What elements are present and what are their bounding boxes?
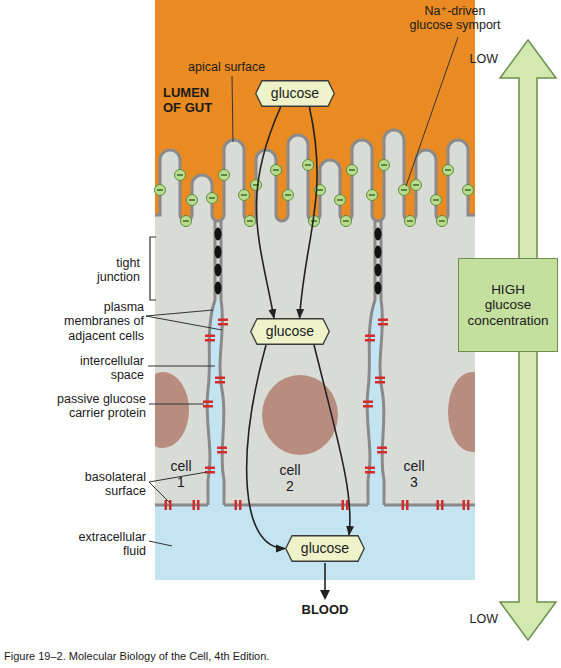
glucose-hexagon: glucose: [255, 80, 335, 107]
symporter: [463, 185, 474, 196]
callout-label: extracellular fluid: [56, 530, 146, 559]
flow-arrow: [300, 107, 317, 318]
hexagon-shape: [286, 536, 365, 562]
leader-line: [146, 310, 222, 330]
symporter: [341, 216, 352, 227]
carrier: [215, 377, 225, 384]
node-label: glucose: [301, 540, 349, 556]
symporter: [283, 190, 294, 201]
callout-label: cell 1: [167, 458, 195, 490]
symporter: [187, 195, 198, 206]
symporter: [207, 193, 218, 204]
carrier: [193, 500, 200, 510]
symporter: [399, 185, 410, 196]
nuclei: [155, 372, 475, 455]
carrier: [205, 335, 215, 342]
symporter: [347, 165, 358, 176]
carrier: [363, 401, 373, 408]
carrier: [437, 500, 444, 510]
symporter: [379, 160, 390, 171]
flow-arrow: [247, 345, 285, 549]
concentration-box: HIGH glucose concentration: [458, 258, 558, 352]
symporter: [271, 165, 282, 176]
callout-label: plasma membranes of adjacent cells: [48, 300, 144, 343]
callout-label: cell 3: [400, 458, 428, 490]
carrier: [463, 500, 470, 510]
leader-line: [149, 541, 172, 546]
nucleus: [448, 372, 475, 452]
extracellular-fluid-band: [155, 505, 475, 580]
callout-label: apical surface: [188, 60, 288, 74]
callout-label: LOW: [462, 52, 498, 66]
carrier: [375, 377, 385, 384]
blood-arrow: [324, 563, 326, 592]
symporter: [219, 170, 230, 181]
flow-arrow: [256, 107, 280, 318]
hexagon-shape: [256, 81, 335, 107]
hexagon-shape: [251, 319, 330, 345]
callout-label: cell 2: [276, 462, 304, 494]
glucose-hexagon: glucose: [285, 535, 365, 562]
symporter: [303, 160, 314, 171]
carrier: [217, 447, 227, 454]
symporter: [443, 165, 454, 176]
symporter: [411, 180, 422, 191]
carrier: [365, 335, 375, 342]
carrier: [402, 500, 409, 510]
carrier: [342, 500, 349, 510]
node-label: glucose: [266, 323, 314, 339]
carrier: [203, 401, 213, 408]
symporter: [181, 216, 192, 227]
node-label: glucose: [271, 85, 319, 101]
symporter: [245, 216, 256, 227]
symporter: [155, 185, 166, 196]
symporter: [239, 190, 250, 201]
figure-caption: Figure 19–2. Molecular Biology of the Ce…: [4, 650, 444, 663]
blood-arrowhead: [320, 590, 330, 600]
leader-line: [148, 366, 215, 367]
cell-boundary: [207, 221, 224, 505]
glucose-hexagon: glucose: [250, 318, 330, 345]
symporter: [437, 216, 448, 227]
carrier: [377, 447, 387, 454]
carrier: [235, 500, 242, 510]
glucose-carriers: [165, 319, 470, 511]
callout-label: BLOOD: [290, 603, 360, 618]
basal-membrane: [155, 504, 475, 507]
leader-line: [149, 404, 204, 405]
carrier: [378, 319, 388, 326]
callout-label: basolateral surface: [56, 470, 146, 499]
region-label: LUMEN OF GUT: [163, 86, 225, 116]
flow-arrow: [314, 345, 350, 535]
node-label: HIGH glucose concentration: [466, 282, 550, 329]
symporter: [367, 190, 378, 201]
callout-label: passive glucose carrier protein: [38, 392, 146, 421]
callout-label: intercellular space: [48, 354, 144, 383]
callout-label: Na⁺-driven glucose symport: [403, 4, 507, 33]
symporter: [431, 195, 442, 206]
cell-boundary: [367, 221, 384, 505]
nucleus: [262, 375, 338, 455]
symporter: [405, 216, 416, 227]
callout-label: tight junction: [80, 256, 140, 285]
symporter: [251, 180, 262, 191]
nucleus: [155, 372, 189, 448]
symporter: [175, 170, 186, 181]
symporter: [335, 195, 346, 206]
carrier: [218, 319, 228, 326]
carrier: [365, 467, 375, 474]
callout-label: LOW: [462, 612, 498, 626]
bracket: [150, 237, 156, 300]
